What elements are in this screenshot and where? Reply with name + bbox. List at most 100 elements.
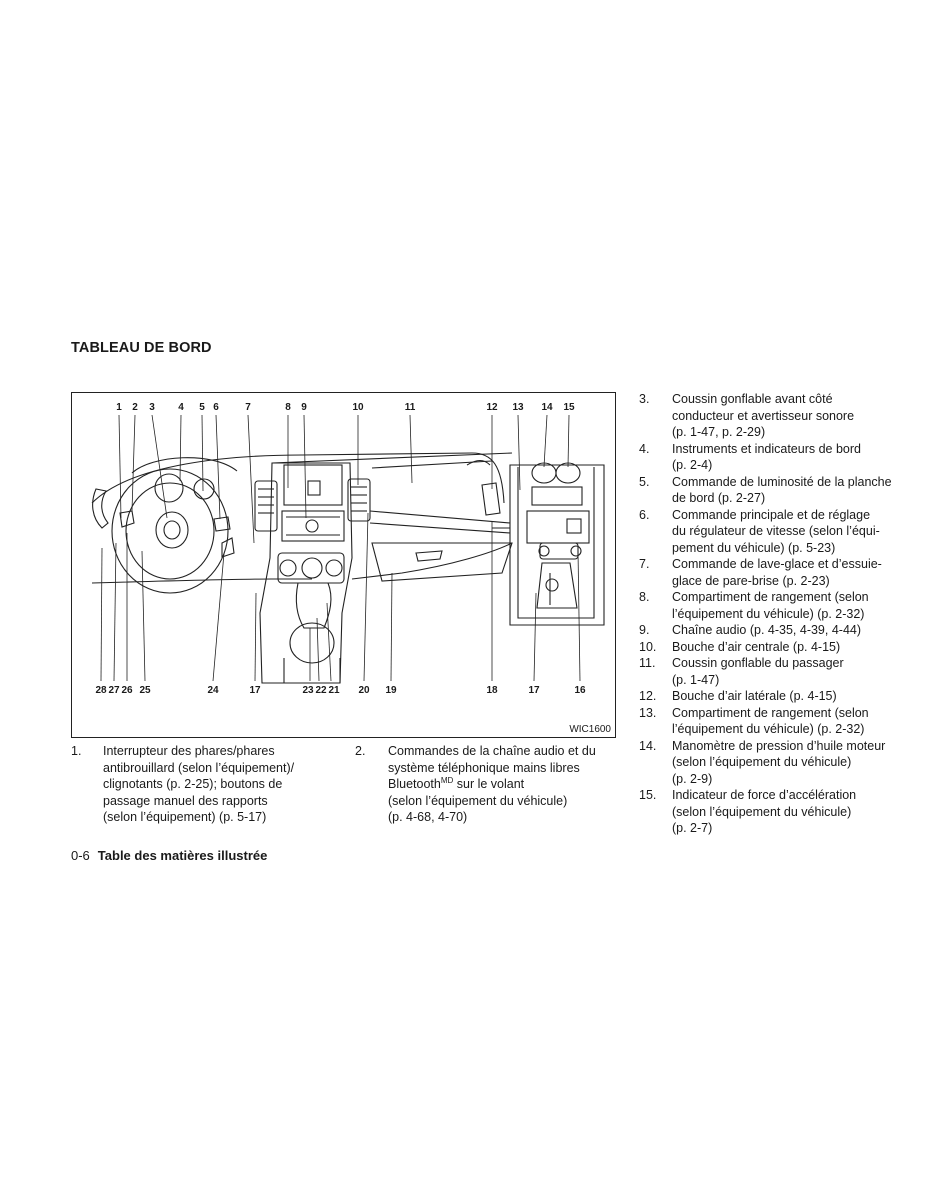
caption-line: système téléphonique mains libres bbox=[388, 760, 580, 775]
legend-line: de bord (p. 2-27) bbox=[672, 491, 766, 505]
legend-line: Chaîne audio (p. 4-35, 4-39, 4-44) bbox=[672, 623, 862, 637]
legend-number: 12. bbox=[639, 689, 657, 703]
climate-knob-center bbox=[301, 557, 323, 579]
legend-item-12: 12. Bouche d’air latérale (p. 4-15) bbox=[639, 688, 909, 705]
dashboard-illustration: 1 2 3 4 5 6 7 8 9 10 11 12 13 14 15 28 2… bbox=[71, 392, 616, 738]
legend-item-9: 9. Chaîne audio (p. 4-35, 4-39, 4-44) bbox=[639, 622, 909, 639]
legend-number: 11. bbox=[639, 656, 656, 670]
callout-17a: 17 bbox=[249, 685, 261, 696]
callout-5: 5 bbox=[199, 402, 205, 413]
legend-item-15: 15. Indicateur de force d’accélération (se… bbox=[639, 787, 909, 837]
callout-22: 22 bbox=[315, 685, 327, 696]
legend-item-10: 10.Bouche d’air centrale (p. 4-15) bbox=[639, 639, 909, 656]
legend-line: Coussin gonflable avant côté bbox=[672, 392, 833, 406]
legend-number: 3. bbox=[639, 392, 650, 406]
legend-list: 3. Coussin gonflable avant côté conducteur… bbox=[639, 391, 909, 837]
legend-item-13: 13. Compartiment de rangement (selon l’équ… bbox=[639, 705, 909, 738]
callout-23: 23 bbox=[302, 685, 314, 696]
callout-28: 28 bbox=[95, 685, 107, 696]
dash-top-edge bbox=[91, 452, 505, 504]
legend-number: 6. bbox=[639, 507, 650, 522]
windshield-line bbox=[271, 452, 513, 464]
inset-audio-icon bbox=[526, 510, 590, 544]
legend-item-7: 7. Commande de lave-glace et d’essuie-gla… bbox=[639, 556, 909, 589]
center-console-inset bbox=[509, 464, 605, 626]
legend-line: (p. 2-4) bbox=[672, 458, 713, 472]
legend-number: 13. bbox=[639, 705, 657, 720]
center-stack bbox=[259, 462, 353, 684]
legend-line: Indicateur de force d’accélération bbox=[672, 788, 857, 802]
callout-8: 8 bbox=[285, 402, 291, 413]
callout-1: 1 bbox=[116, 402, 122, 413]
legend-line: Commande principale et de réglage bbox=[672, 507, 871, 522]
callout-21: 21 bbox=[328, 685, 340, 696]
caption-line: Commandes de la chaîne audio et du bbox=[388, 744, 596, 758]
dashboard-drawing bbox=[91, 414, 605, 684]
legend-line: (selon l’équipement du véhicule) bbox=[672, 804, 852, 819]
trademark-superscript: MD bbox=[440, 775, 454, 785]
caption-line: (selon l’équipement du véhicule) bbox=[388, 793, 568, 808]
callout-10: 10 bbox=[352, 402, 364, 413]
legend-line: Compartiment de rangement (selon bbox=[672, 705, 869, 720]
caption-item-number: 1. bbox=[71, 744, 82, 758]
legend-number: 7. bbox=[639, 557, 650, 571]
legend-line: Compartiment de rangement (selon bbox=[672, 590, 869, 604]
legend-number: 8. bbox=[639, 590, 650, 604]
page-footer: 0-6 Table des matières illustrée bbox=[71, 848, 267, 863]
caption-line: Interrupteur des phares/phares bbox=[103, 744, 275, 758]
legend-line: (p. 2-7) bbox=[672, 821, 713, 835]
legend-line: l’équipement du véhicule) (p. 2-32) bbox=[672, 722, 865, 736]
center-vent-icon bbox=[347, 478, 371, 522]
climate-knob-left bbox=[279, 559, 297, 577]
callout-12: 12 bbox=[486, 402, 498, 413]
callout-4: 4 bbox=[178, 402, 184, 413]
page-title: TABLEAU DE BORD bbox=[71, 340, 212, 356]
climate-knob-right bbox=[325, 559, 343, 577]
page-number: 0-6 bbox=[71, 848, 90, 863]
legend-line: Commande de lave-glace et d’essuie- bbox=[672, 557, 882, 571]
caption-line: passage manuel des rapports bbox=[103, 793, 268, 808]
side-vent-icon bbox=[481, 482, 501, 516]
callout-16: 16 bbox=[574, 685, 586, 696]
callout-18: 18 bbox=[486, 685, 498, 696]
left-vent-icon bbox=[92, 488, 109, 529]
legend-number: 9. bbox=[639, 623, 650, 637]
legend-line: pement du véhicule) (p. 5-23) bbox=[672, 540, 836, 555]
inset-storage-icon bbox=[531, 486, 583, 506]
callout-3: 3 bbox=[149, 402, 155, 413]
legend-line: Bouche d’air latérale (p. 4-15) bbox=[672, 689, 837, 703]
callout-6: 6 bbox=[213, 402, 219, 413]
legend-item-8: 8. Compartiment de rangement (selon l’équi… bbox=[639, 589, 909, 622]
callout-15: 15 bbox=[563, 402, 575, 413]
steering-wheel-icon bbox=[111, 468, 229, 594]
callout-26: 26 bbox=[121, 685, 133, 696]
caption-line: antibrouillard (selon l’équipement)/ bbox=[103, 760, 295, 775]
legend-line: Instruments et indicateurs de bord bbox=[672, 441, 861, 456]
callout-25: 25 bbox=[139, 685, 151, 696]
legend-line: Coussin gonflable du passager bbox=[672, 656, 844, 670]
legend-item-4: 4.Instruments et indicateurs de bord(p. … bbox=[639, 441, 909, 474]
shifter-icon bbox=[295, 582, 332, 629]
callout-20: 20 bbox=[358, 685, 370, 696]
legend-line: conducteur et avertisseur sonore bbox=[672, 408, 855, 423]
callout-7: 7 bbox=[245, 402, 251, 413]
figure-code: WIC1600 bbox=[569, 724, 611, 735]
callout-11: 11 bbox=[404, 402, 416, 413]
legend-line: (p. 1-47) bbox=[672, 672, 720, 687]
section-title: Table des matières illustrée bbox=[97, 848, 268, 863]
legend-number: 5. bbox=[639, 474, 650, 489]
caption-text: sur le volant bbox=[453, 777, 525, 791]
legend-line: Manomètre de pression d’huile moteur bbox=[672, 738, 886, 753]
legend-item-5: 5. Commande de luminosité de la planche de… bbox=[639, 474, 909, 507]
legend-number: 15. bbox=[639, 788, 657, 802]
legend-line: glace de pare-brise (p. 2-23) bbox=[672, 573, 830, 588]
legend-line: Commande de luminosité de la planche bbox=[672, 474, 892, 489]
legend-line: (p. 1-47, p. 2-29) bbox=[672, 425, 766, 439]
audio-unit-icon bbox=[281, 510, 345, 542]
legend-line: l’équipement du véhicule) (p. 2-32) bbox=[672, 606, 865, 621]
airbag-hub-icon bbox=[155, 511, 189, 549]
caption-item-number: 2. bbox=[355, 744, 366, 758]
bluetooth-text: Bluetooth bbox=[388, 777, 441, 791]
storage-compartment-icon bbox=[283, 464, 343, 506]
